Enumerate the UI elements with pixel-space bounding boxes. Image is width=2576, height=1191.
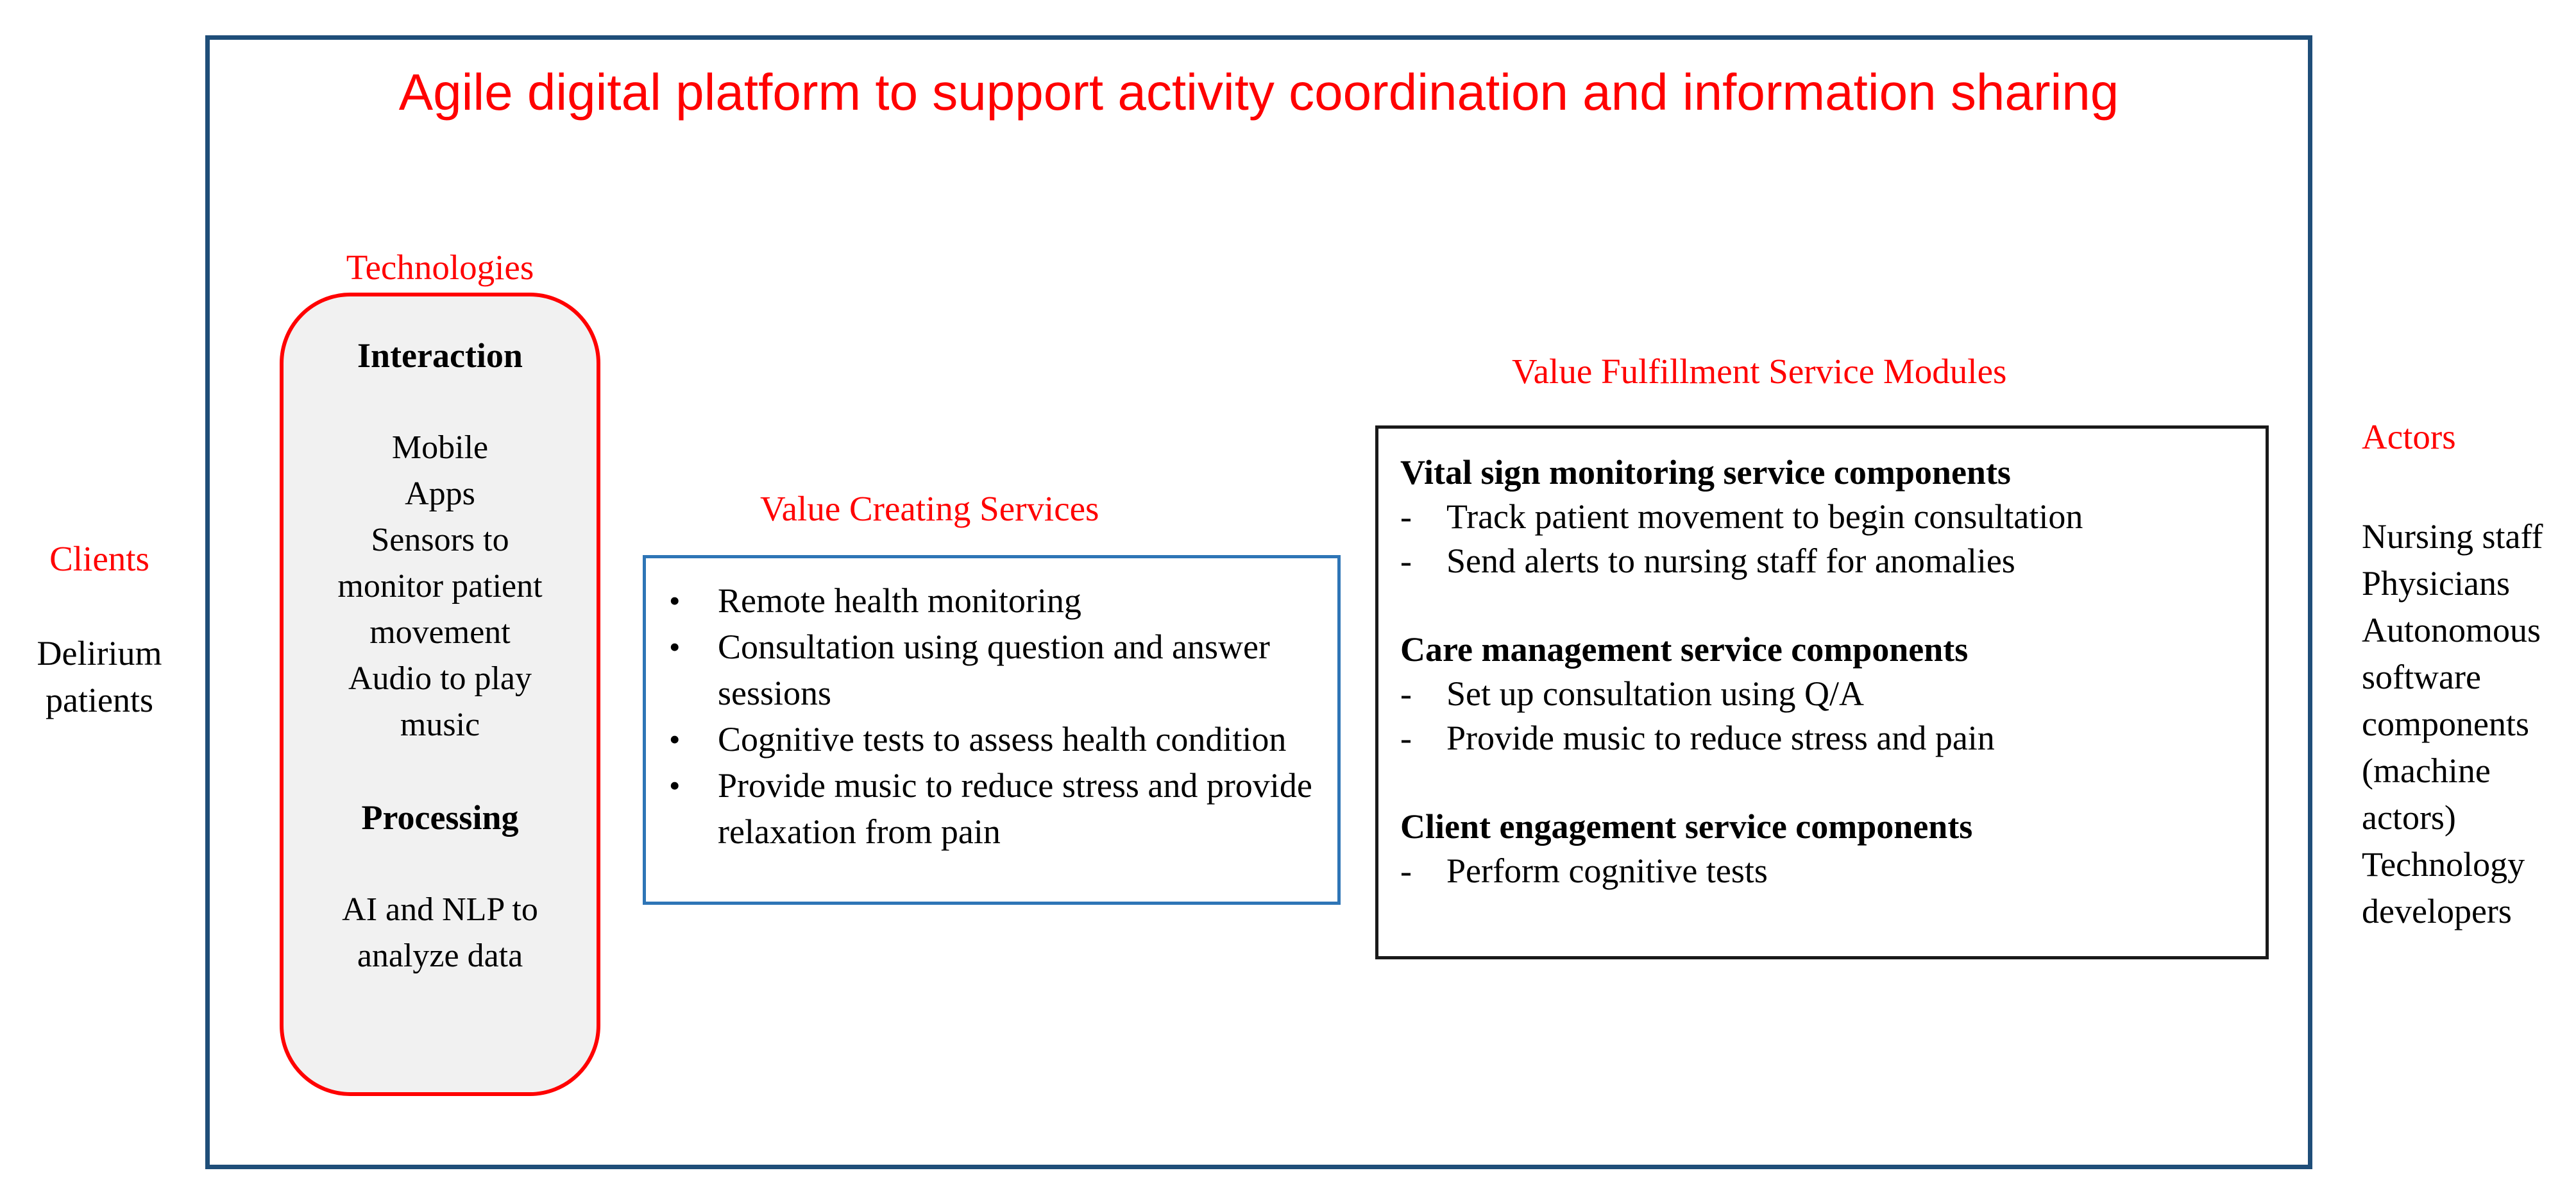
- module-item: - Send alerts to nursing staff for anoma…: [1400, 539, 2251, 583]
- module-item-text: Set up consultation using Q/A: [1446, 674, 1864, 713]
- interaction-line: Sensors to: [371, 522, 509, 558]
- page-title: Agile digital platform to support activi…: [398, 64, 2119, 121]
- service-item: • Remote health monitoring: [669, 578, 1319, 624]
- module-item-text: Perform cognitive tests: [1446, 852, 1768, 890]
- actors-column: Actors Nursing staff Physicians Autonomo…: [2362, 416, 2576, 935]
- module-item: - Perform cognitive tests: [1400, 849, 2251, 893]
- interaction-line: monitor patient: [337, 568, 543, 604]
- value-creating-services-label: Value Creating Services: [760, 489, 1099, 528]
- spacer: [284, 379, 597, 425]
- spacer: [284, 748, 597, 794]
- interaction-line: Apps: [405, 476, 475, 512]
- technologies-label: Technologies: [346, 248, 534, 287]
- module-heading: Client engagement service components: [1400, 807, 1973, 846]
- module-section-vital-sign: Vital sign monitoring service components…: [1400, 450, 2251, 583]
- dash-icon: -: [1400, 852, 1412, 890]
- value-fulfillment-modules-label: Value Fulfillment Service Modules: [1512, 352, 2007, 391]
- module-item-text: Provide music to reduce stress and pain: [1446, 719, 1995, 757]
- service-item-text: Consultation using question and answer s…: [718, 628, 1270, 712]
- module-item: - Provide music to reduce stress and pai…: [1400, 716, 2251, 760]
- module-section-care-management: Care management service components - Set…: [1400, 628, 2251, 760]
- service-item: • Provide music to reduce stress and pro…: [669, 762, 1319, 855]
- actor-item: Autonomous software components (machine …: [2362, 611, 2541, 837]
- actor-item: Technology developers: [2362, 845, 2525, 930]
- service-item-text: Remote health monitoring: [718, 581, 1081, 620]
- actor-item: Physicians: [2362, 564, 2511, 603]
- module-heading: Care management service components: [1400, 630, 1969, 669]
- interaction-heading: Interaction: [357, 336, 523, 375]
- clients-text: Delirium patients: [37, 634, 162, 719]
- spacer: [284, 841, 597, 887]
- dash-icon: -: [1400, 674, 1412, 713]
- dash-icon: -: [1400, 542, 1412, 580]
- bullet-icon: •: [669, 629, 681, 665]
- bullet-icon: •: [669, 721, 681, 757]
- module-item-text: Track patient movement to begin consulta…: [1446, 497, 2083, 536]
- technologies-box: Interaction Mobile Apps Sensors to monit…: [280, 293, 600, 1096]
- module-section-client-engagement: Client engagement service components - P…: [1400, 805, 2251, 893]
- processing-line: analyze data: [357, 938, 523, 974]
- service-item: • Cognitive tests to assess health condi…: [669, 716, 1319, 762]
- value-fulfillment-modules-box: Vital sign monitoring service components…: [1375, 425, 2269, 959]
- interaction-line: movement: [369, 614, 511, 651]
- module-heading: Vital sign monitoring service components: [1400, 453, 2011, 492]
- processing-line: AI and NLP to: [342, 891, 538, 928]
- value-creating-services-box: • Remote health monitoring • Consultatio…: [643, 555, 1341, 905]
- actor-item: Nursing staff: [2362, 517, 2543, 556]
- module-item-text: Send alerts to nursing staff for anomali…: [1446, 542, 2015, 580]
- service-item-text: Cognitive tests to assess health conditi…: [718, 720, 1287, 758]
- interaction-line: Audio to play: [348, 660, 532, 697]
- bullet-icon: •: [669, 583, 681, 619]
- dash-icon: -: [1400, 719, 1412, 757]
- clients-column: Clients Delirium patients: [10, 538, 189, 724]
- module-item: - Track patient movement to begin consul…: [1400, 495, 2251, 539]
- service-item-text: Provide music to reduce stress and provi…: [718, 766, 1312, 851]
- processing-heading: Processing: [361, 798, 519, 837]
- dash-icon: -: [1400, 497, 1412, 536]
- interaction-line: Mobile: [391, 429, 489, 466]
- bullet-icon: •: [669, 767, 681, 803]
- actors-label: Actors: [2362, 417, 2456, 456]
- service-item: • Consultation using question and answer…: [669, 624, 1319, 716]
- interaction-line: music: [400, 707, 480, 743]
- module-item: - Set up consultation using Q/A: [1400, 672, 2251, 716]
- clients-label: Clients: [49, 539, 149, 578]
